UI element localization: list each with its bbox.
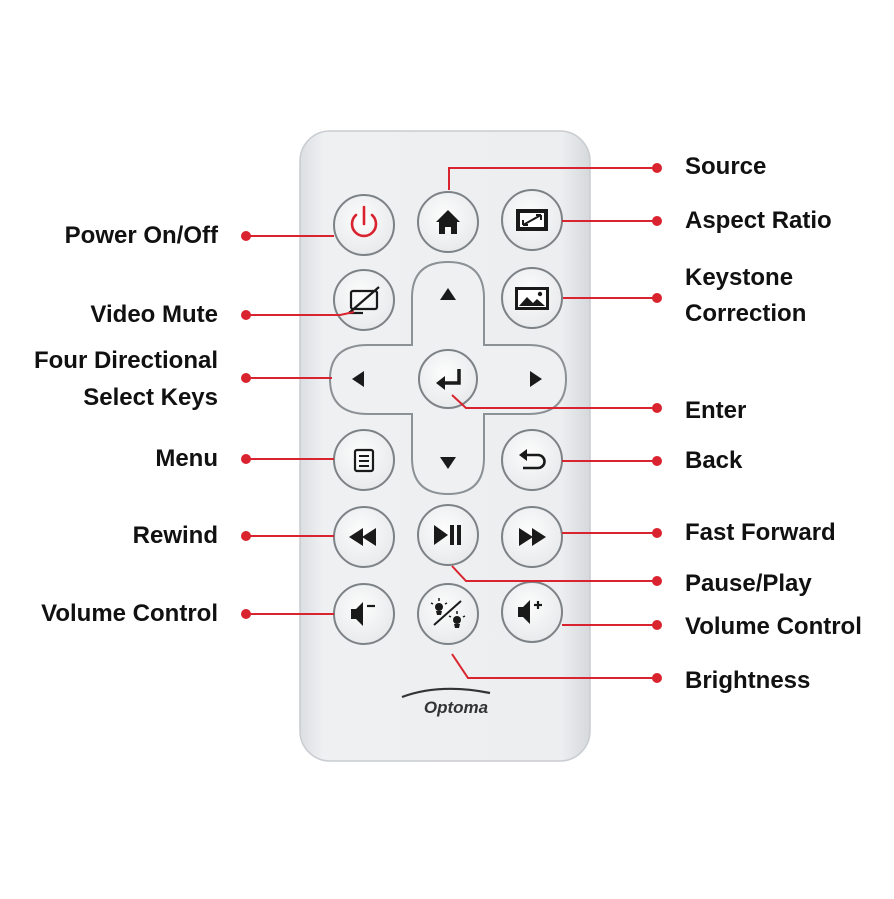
rewind-button[interactable] [333,506,395,568]
rewind-icon [349,528,376,546]
back-button[interactable] [501,429,563,491]
optoma-logo-text: Optoma [424,698,488,717]
play-pause-button[interactable] [417,504,479,566]
back-arrow-icon [519,449,546,470]
callout-lines [241,163,662,683]
brightness-icon [430,598,466,628]
volume-up-icon [518,600,542,624]
label-brightness: Brightness [685,667,811,694]
label-video-mute: Video Mute [90,301,218,328]
keystone-image-icon [515,287,549,310]
triangle-left-icon [352,371,364,387]
power-icon [350,205,378,238]
label-volume-control-right: Volume Control [685,613,862,640]
label-keystone-line1: Keystone [685,264,794,291]
label-aspect-ratio: Aspect Ratio [685,207,832,234]
volume-down-icon [351,602,375,626]
fast-forward-button[interactable] [501,506,563,568]
label-power-on-off: Power On/Off [64,222,218,249]
keystone-button[interactable] [501,267,563,329]
label-back: Back [685,447,743,474]
source-button[interactable] [417,191,479,253]
label-keystone-line2: Correction [685,300,807,327]
label-menu: Menu [155,445,218,472]
right-arrow-button[interactable] [530,371,542,387]
label-pause-play: Pause/Play [685,570,812,597]
triangle-up-icon [440,288,456,300]
menu-icon [353,448,375,473]
optoma-logo: Optoma [401,687,491,717]
aspect-ratio-icon [516,209,548,231]
label-enter: Enter [685,397,747,424]
aspect-ratio-button[interactable] [501,189,563,251]
triangle-down-icon [440,457,456,469]
enter-arrow-icon [436,369,461,390]
volume-up-button[interactable] [501,581,563,643]
left-arrow-button[interactable] [352,371,364,387]
volume-down-button[interactable] [333,583,395,645]
label-source: Source [685,153,767,180]
menu-button[interactable] [333,429,395,491]
video-mute-button[interactable] [333,269,395,331]
power-button[interactable] [333,194,395,256]
brightness-button[interactable] [417,583,479,645]
enter-button[interactable] [418,349,478,409]
label-four-directional-line1: Four Directional [33,347,218,374]
up-arrow-button[interactable] [440,288,456,300]
fast-forward-icon [519,528,546,546]
triangle-right-icon [530,371,542,387]
label-rewind: Rewind [132,522,218,549]
label-volume-control-left: Volume Control [41,600,218,627]
play-pause-icon [434,525,461,545]
label-four-directional-line2: Select Keys [83,384,218,411]
down-arrow-button[interactable] [440,457,456,469]
label-fast-forward: Fast Forward [685,519,836,546]
home-icon [436,210,460,234]
